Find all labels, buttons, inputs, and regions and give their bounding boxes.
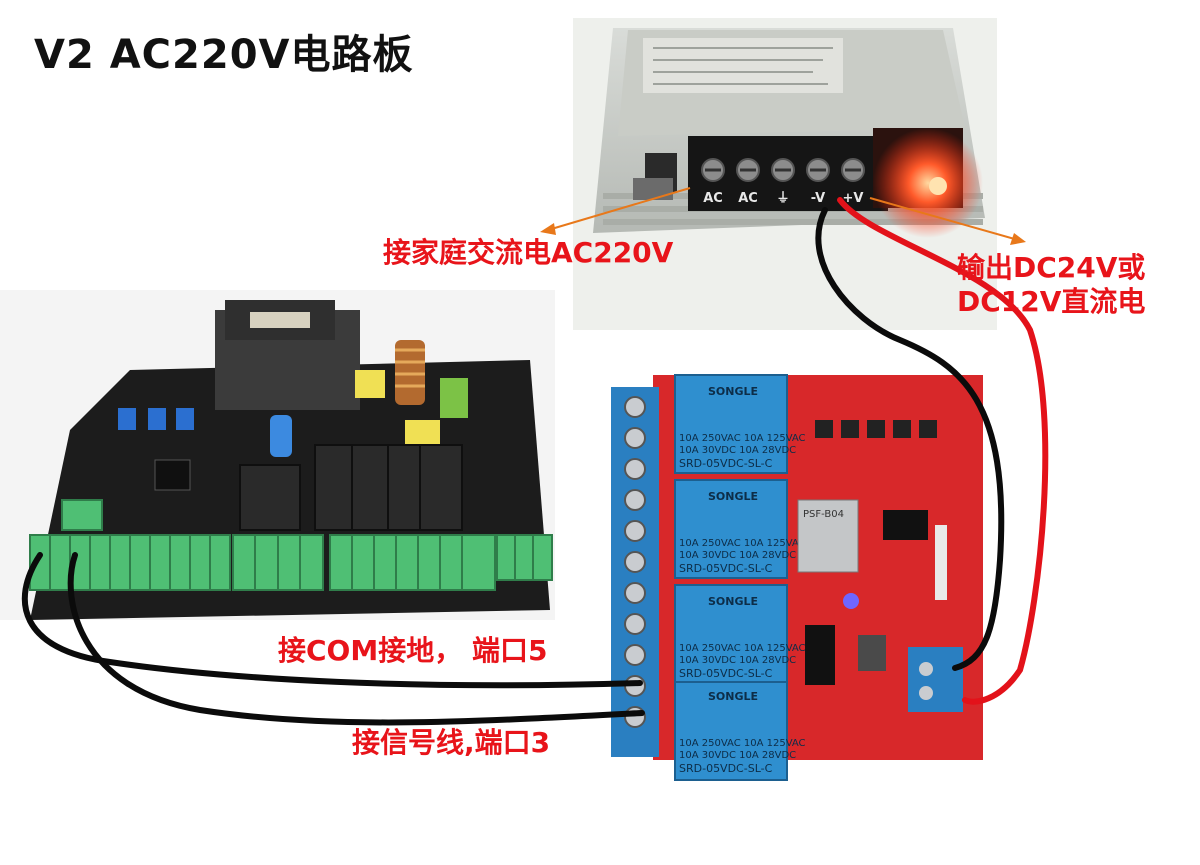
relay-rating-ac: 10A 250VAC 10A 125VAC xyxy=(679,643,806,654)
relay-rating-ac: 10A 250VAC 10A 125VAC xyxy=(679,433,806,444)
relay-3 xyxy=(674,584,788,684)
relay-4 xyxy=(674,681,788,781)
power-supply-photo: AC AC ⏚ -V +V xyxy=(573,18,997,330)
relay-board-photo: SONGLE 10A 250VAC 10A 125VAC 10A 30VDC 1… xyxy=(583,355,993,785)
relay-rating-ac: 10A 250VAC 10A 125VAC xyxy=(679,738,806,749)
psu-terminal-label: +V xyxy=(843,191,864,206)
ac-input-label: 接家庭交流电AC220V xyxy=(383,236,674,269)
relay-rating-dc: 10A 30VDC 10A 28VDC xyxy=(679,655,796,666)
psu-terminal-label: AC xyxy=(738,191,758,206)
relay-rating-dc: 10A 30VDC 10A 28VDC xyxy=(679,550,796,561)
psu-terminal-label: ⏚ xyxy=(776,191,789,206)
relay-rating-dc: 10A 30VDC 10A 28VDC xyxy=(679,445,796,456)
relay-model: SRD-05VDC-SL-C xyxy=(679,562,773,575)
com-ground-label: 接COM接地， 端口5 xyxy=(278,634,548,667)
signal-line-label: 接信号线,端口3 xyxy=(352,726,551,759)
dc-output-label-line2: DC12V直流电 xyxy=(957,285,1146,318)
relay-rating-dc: 10A 30VDC 10A 28VDC xyxy=(679,750,796,761)
relay-brand: SONGLE xyxy=(708,595,758,608)
relay-2 xyxy=(674,479,788,579)
dc-output-label-line1: 输出DC24V或 xyxy=(957,251,1146,284)
wifi-module-label: PSF-B04 xyxy=(803,509,844,520)
page-title: V2 AC220V电路板 xyxy=(34,32,414,78)
relay-rating-ac: 10A 250VAC 10A 125VAC xyxy=(679,538,806,549)
relay-model: SRD-05VDC-SL-C xyxy=(679,762,773,775)
relay-brand: SONGLE xyxy=(708,690,758,703)
relay-1 xyxy=(674,374,788,474)
relay-model: SRD-05VDC-SL-C xyxy=(679,667,773,680)
relay-brand: SONGLE xyxy=(708,490,758,503)
relay-model: SRD-05VDC-SL-C xyxy=(679,457,773,470)
relay-brand: SONGLE xyxy=(708,385,758,398)
psu-terminal-label: AC xyxy=(703,191,723,206)
main-control-board-photo xyxy=(0,290,555,620)
psu-terminal-label: -V xyxy=(811,191,826,206)
